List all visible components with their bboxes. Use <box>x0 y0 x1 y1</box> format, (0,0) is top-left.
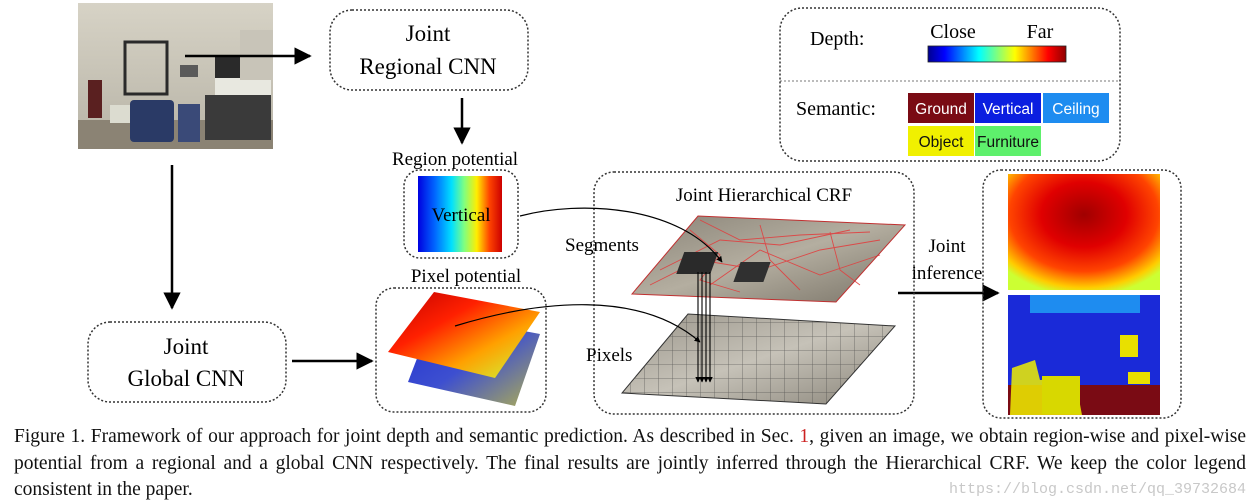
legend-swatch-label-ceiling: Ceiling <box>1052 101 1099 118</box>
output-box <box>982 169 1182 419</box>
regional-cnn-line1: Joint <box>406 21 451 46</box>
segments-label: Segments <box>565 235 639 256</box>
curved-arrows <box>454 207 723 343</box>
joint-inference-line1: Joint <box>929 236 967 257</box>
semantic-legend-label: Semantic: <box>796 98 876 120</box>
global-cnn-line1: Joint <box>164 334 209 359</box>
region-potential-label: Region potential <box>392 149 518 170</box>
region-potential-box: Vertical <box>403 169 519 259</box>
caption-text-end: , given an image, we obtain region-wise … <box>14 426 1246 500</box>
legend-swatch-label-ground: Ground <box>915 101 967 118</box>
semantic-output <box>1008 295 1160 415</box>
depth-close-label: Close <box>930 21 976 43</box>
legend-swatch-ground <box>908 93 974 123</box>
framework-figure: Joint Regional CNN Joint Global CNN Regi… <box>78 3 1182 419</box>
section-reference-link[interactable]: 1 <box>799 426 810 447</box>
legend-swatch-label-furniture: Furniture <box>977 134 1039 151</box>
figure-caption: Figure 1. Framework of our approach for … <box>14 424 1246 504</box>
legend-swatch-label-vertical: Vertical <box>983 101 1034 118</box>
pixel-potential-label: Pixel potential <box>411 266 521 287</box>
regional-cnn-line2: Regional CNN <box>359 54 497 79</box>
crf-title: Joint Hierarchical CRF <box>676 185 852 206</box>
input-image <box>78 3 273 149</box>
pixel-potential-box <box>375 287 547 413</box>
legend-swatch-furniture <box>975 126 1041 156</box>
depth-far-label: Far <box>1027 21 1054 43</box>
segments-layer <box>632 216 905 302</box>
legend-swatch-ceiling <box>1043 93 1109 123</box>
depth-colorbar <box>927 45 1067 63</box>
regional-cnn-box: Joint Regional CNN <box>329 9 529 91</box>
legend-swatch-object <box>908 126 974 156</box>
legend-swatch-vertical <box>975 93 1041 123</box>
watermark: https://blog.csdn.net/qq_39732684 <box>948 481 1246 498</box>
legend-swatch-label-object: Object <box>919 134 964 151</box>
pixels-label: Pixels <box>586 345 632 366</box>
color-legend: Depth: Close Far Semantic: Ground Vertica… <box>779 7 1121 162</box>
region-potential-inner-label: Vertical <box>431 205 490 226</box>
global-cnn-box: Joint Global CNN <box>87 321 287 403</box>
crf-box: Joint Hierarchical CRF Segments Pixels <box>565 171 915 415</box>
global-cnn-line2: Global CNN <box>128 366 245 391</box>
depth-output <box>1008 174 1160 290</box>
joint-inference-line2: inference <box>912 263 983 284</box>
caption-text-start: Figure 1. Framework of our approach for … <box>14 426 800 447</box>
depth-legend-label: Depth: <box>810 28 864 50</box>
